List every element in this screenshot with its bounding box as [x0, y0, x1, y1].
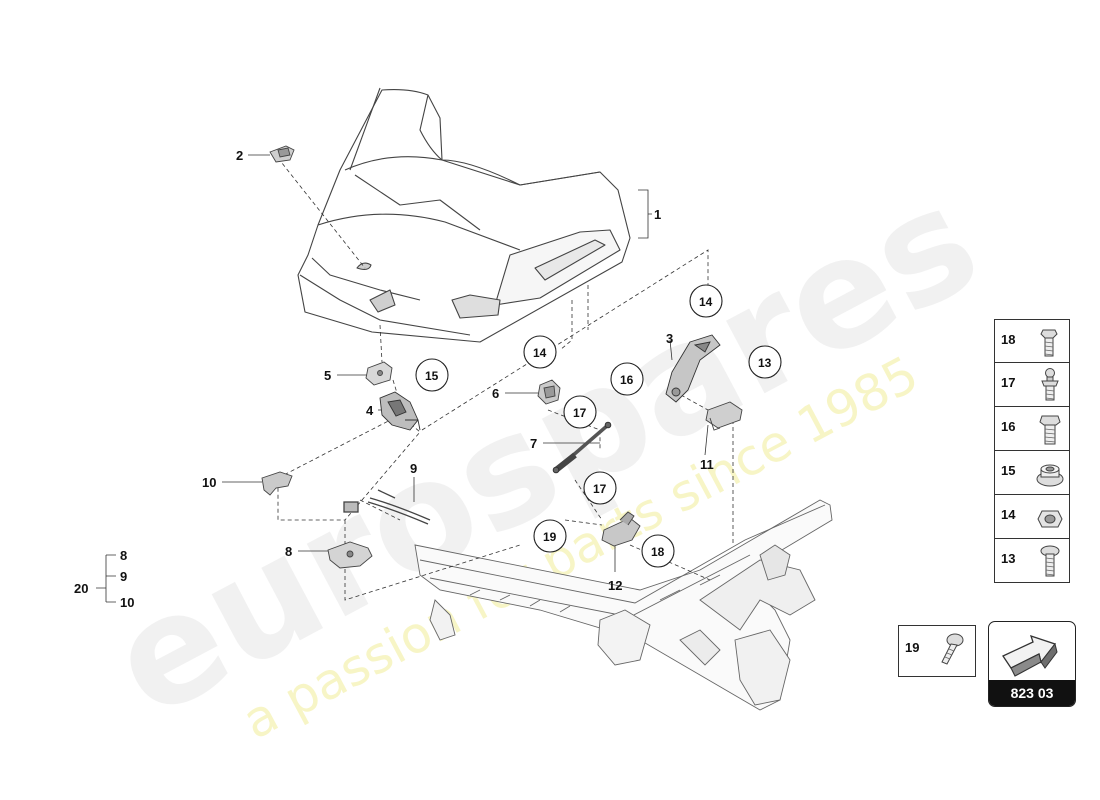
part-3-hinge: [665, 334, 721, 403]
part-12-bracket: [601, 511, 641, 547]
circle-callout-19: 19: [533, 519, 567, 553]
circle-callout-17-upper: 17: [563, 395, 597, 429]
part-10-guide: [261, 471, 293, 496]
front-frame-drawing: [414, 499, 833, 711]
part-11-bracket: [705, 401, 743, 431]
part-7-gas-strut: [552, 421, 612, 474]
callout-6: 6: [492, 386, 499, 401]
legend-number: 18: [1001, 332, 1016, 347]
callout-8: 8: [285, 544, 292, 559]
part-4-latch: [379, 391, 421, 431]
part-8-plate: [327, 541, 373, 569]
svg-text:19: 19: [543, 530, 557, 544]
group-item-9: 9: [120, 569, 127, 584]
circle-callout-14-left: 14: [523, 335, 557, 369]
legend-number: 13: [1001, 551, 1016, 566]
circle-callout-13: 13: [748, 345, 782, 379]
legend-row-14[interactable]: 14: [994, 495, 1070, 539]
callout-3: 3: [666, 331, 673, 346]
direction-arrow-icon: [1002, 634, 1058, 677]
group-item-10: 10: [120, 595, 134, 610]
svg-text:13: 13: [758, 356, 772, 370]
callout-5: 5: [324, 368, 331, 383]
callout-4: 4: [366, 403, 374, 418]
svg-text:16: 16: [620, 373, 634, 387]
callout-2: 2: [236, 148, 243, 163]
ball-stud-icon: [1041, 368, 1059, 401]
legend-row-18[interactable]: 18: [994, 319, 1070, 363]
callout-1: 1: [654, 207, 661, 222]
callout-labels: 1 2 3 4 5 6 7 8 9 10 11 12 20 8 9 10: [74, 148, 714, 610]
svg-text:17: 17: [573, 406, 587, 420]
pan-head-screw-icon: [1040, 545, 1060, 577]
circle-callout-17-lower: 17: [583, 471, 617, 505]
hex-bolt-icon: [1039, 415, 1061, 445]
legend-number: 14: [1001, 507, 1016, 522]
extra-part-box-19[interactable]: 19: [898, 625, 976, 677]
flange-bolt-icon: [1040, 329, 1058, 357]
legend-row-15[interactable]: 15: [994, 451, 1070, 495]
extra-part-number: 19: [905, 640, 920, 655]
svg-text:17: 17: [593, 482, 607, 496]
svg-text:15: 15: [425, 369, 439, 383]
legend-row-16[interactable]: 16: [994, 407, 1070, 451]
legend-row-17[interactable]: 17: [994, 363, 1070, 407]
round-head-bolt-icon: [941, 633, 964, 665]
part-9-cable: [343, 489, 431, 525]
legend-row-13[interactable]: 13: [994, 539, 1070, 583]
legend-number: 17: [1001, 375, 1016, 390]
page-reference-box: 823 03: [988, 621, 1076, 707]
callout-10: 10: [202, 475, 216, 490]
callout-leaders: [96, 154, 709, 603]
fastener-legend-panel: 18 17 16 15 14: [994, 319, 1070, 583]
callout-11: 11: [700, 457, 714, 472]
hood-drawing: [297, 87, 631, 343]
svg-text:14: 14: [533, 346, 547, 360]
circle-callout-15: 15: [415, 358, 449, 392]
callout-12: 12: [608, 578, 622, 593]
callout-7: 7: [530, 436, 537, 451]
part-5-bracket: [365, 361, 393, 386]
callout-9: 9: [410, 461, 417, 476]
svg-text:14: 14: [699, 295, 713, 309]
hex-nut-icon: [1037, 510, 1063, 528]
part-6-block: [537, 379, 561, 405]
group-item-8: 8: [120, 548, 127, 563]
legend-number: 15: [1001, 463, 1016, 478]
fastener-callouts: 15 14 17 14 16 13 17 19: [415, 284, 782, 568]
legend-number: 16: [1001, 419, 1016, 434]
page-reference-label: 823 03: [989, 680, 1075, 706]
part-2-cap: [269, 145, 295, 163]
circle-callout-14-right: 14: [689, 284, 723, 318]
svg-text:18: 18: [651, 545, 665, 559]
callout-20: 20: [74, 581, 88, 596]
flange-nut-icon: [1036, 464, 1064, 487]
circle-callout-16: 16: [610, 362, 644, 396]
circle-callout-18: 18: [641, 534, 675, 568]
